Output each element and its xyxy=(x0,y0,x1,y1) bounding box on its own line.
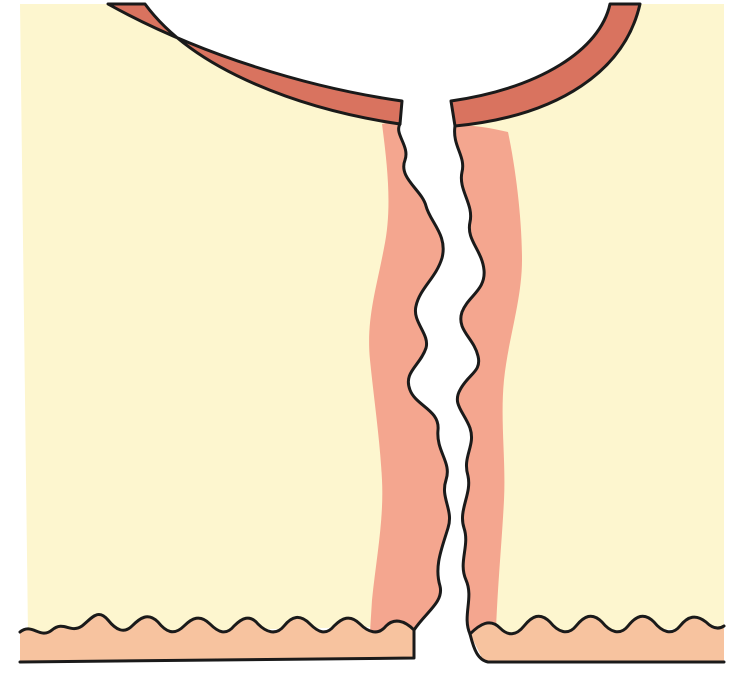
fissure-diagram xyxy=(0,0,740,676)
diagram-stage xyxy=(0,0,740,676)
